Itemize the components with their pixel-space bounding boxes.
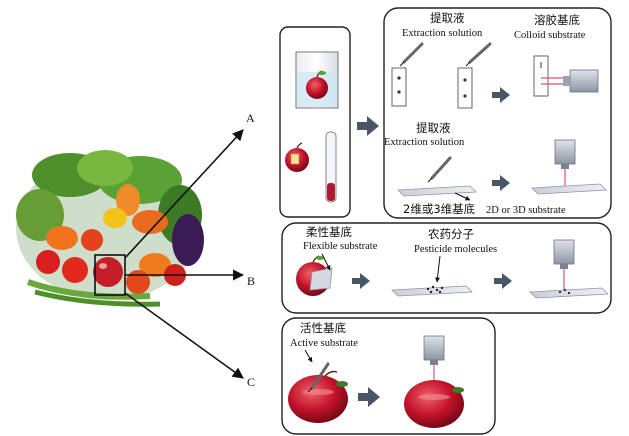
flexible-substrate-patch [309,267,333,291]
active-label-en: Active substrate [290,338,358,349]
apple-icon [296,255,333,296]
vegetable-basket-icon [16,150,204,307]
extraction-label-zh: 提取液 [430,11,465,25]
extraction2-label-zh: 提取液 [416,121,451,135]
colloid-label-en: Colloid substrate [514,30,586,41]
beaker-icon [295,51,339,109]
pipette-icon [307,362,330,393]
cut-apple-icon [285,142,309,172]
active-label-zh: 活性基底 [300,321,346,335]
laser-probe-icon [553,239,575,290]
pesticide-label-en: Pesticide molecules [414,244,497,255]
panel-b-box [281,222,612,314]
spectrometer-icon [563,69,599,93]
pesticide-molecules [426,285,444,294]
branch-label-a: A [246,111,255,125]
pesticide-label-zh: 农药分子 [428,227,474,241]
flexible-label-en: Flexible substrate [303,241,378,252]
arrow-right-icon [352,273,370,289]
extraction-label-en: Extraction solution [402,28,483,39]
substrate-label-en: 2D or 3D substrate [486,205,566,216]
branch-arrows [124,129,245,379]
substrate-label-zh: 2维或3维基底 [403,202,476,216]
cuvette-icon [533,55,549,97]
test-tube-icon [325,131,337,203]
substrate-plate [397,185,477,197]
branch-label-c: C [247,375,255,389]
arrow-right-icon [492,175,510,191]
pipette-icon [399,42,424,67]
laser-probe-icon [554,139,576,188]
panel-c: 活性基底 Active substrate [281,317,496,435]
arrow-right-icon [358,387,380,407]
laser-probe-icon [423,335,445,386]
substrate-plate [531,183,607,195]
arrow-right-icon [357,116,379,136]
branch-label-b: B [247,274,255,288]
panel-b: 柔性基底 Flexible substrate 农药分子 Pesticide m… [281,222,612,314]
colloid-label-zh: 溶胶基底 [534,13,580,27]
cuvette-icon [391,67,407,107]
apple-icon [404,380,464,428]
arrow-right-icon [492,87,510,103]
flexible-label-zh: 柔性基底 [306,225,352,239]
branch-arrow-a [124,129,244,259]
pipette-icon [465,42,492,67]
cuvette-icon [457,67,473,109]
branch-arrow-c [124,292,244,379]
extraction2-label-en: Extraction solution [384,137,465,148]
pipette-icon [427,156,452,183]
panel-a-detection-box [383,7,612,219]
panel-a: 提取液 Extraction solution 溶胶基底 Colloid sub… [279,7,612,219]
arrow-right-icon [494,273,512,289]
